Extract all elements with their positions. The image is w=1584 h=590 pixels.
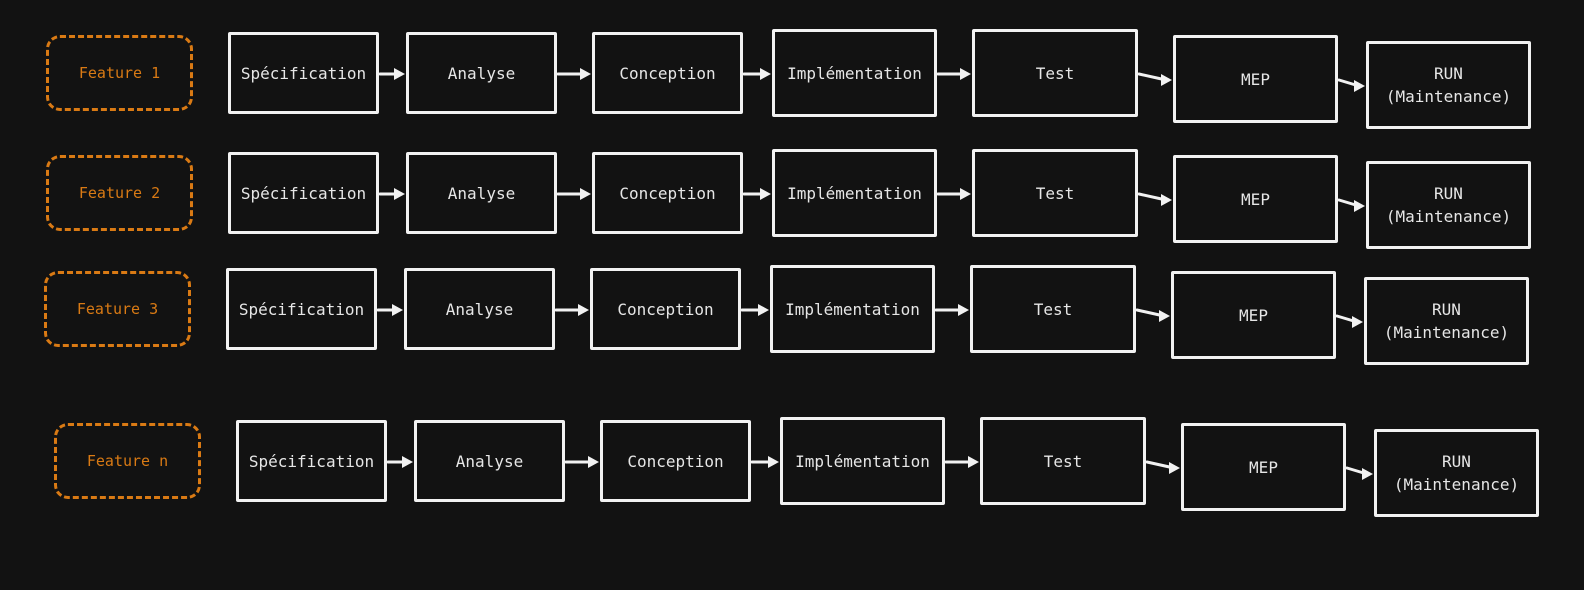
stage-box-conception: Conception bbox=[590, 268, 741, 350]
stage-box-test: Test bbox=[980, 417, 1146, 505]
stage-box-test: Test bbox=[970, 265, 1136, 353]
arrow-icon bbox=[936, 188, 971, 200]
arrow-icon bbox=[564, 456, 599, 468]
stage-box-conception: Conception bbox=[592, 32, 743, 114]
stage-box-run-maintenance: RUN (Maintenance) bbox=[1366, 41, 1531, 129]
arrow-icon bbox=[934, 304, 969, 316]
stage-box-implementation: Implémentation bbox=[770, 265, 935, 353]
stage-box-conception: Conception bbox=[600, 420, 751, 502]
stage-box-run-maintenance: RUN (Maintenance) bbox=[1366, 161, 1531, 249]
arrow-icon bbox=[1335, 314, 1363, 328]
arrow-icon bbox=[1137, 72, 1172, 86]
arrow-icon bbox=[386, 456, 413, 468]
arrow-icon bbox=[750, 456, 779, 468]
feature-label: Feature 3 bbox=[44, 271, 191, 347]
stage-box-mep: MEP bbox=[1173, 35, 1338, 123]
arrow-icon bbox=[1337, 78, 1365, 92]
stage-box-analyse: Analyse bbox=[406, 152, 557, 234]
arrow-icon bbox=[944, 456, 979, 468]
arrow-icon bbox=[1337, 198, 1365, 212]
stage-box-specification: Spécification bbox=[226, 268, 377, 350]
arrow-icon bbox=[378, 68, 405, 80]
arrow-icon bbox=[556, 68, 591, 80]
arrow-icon bbox=[742, 68, 771, 80]
feature-label: Feature 1 bbox=[46, 35, 193, 111]
arrow-icon bbox=[554, 304, 589, 316]
stage-box-conception: Conception bbox=[592, 152, 743, 234]
arrow-icon bbox=[1135, 308, 1170, 322]
stage-box-specification: Spécification bbox=[228, 152, 379, 234]
feature-label: Feature 2 bbox=[46, 155, 193, 231]
arrow-icon bbox=[740, 304, 769, 316]
arrow-icon bbox=[742, 188, 771, 200]
arrow-icon bbox=[1145, 460, 1180, 474]
stage-box-mep: MEP bbox=[1171, 271, 1336, 359]
feature-label: Feature n bbox=[54, 423, 201, 499]
stage-box-analyse: Analyse bbox=[404, 268, 555, 350]
stage-box-mep: MEP bbox=[1173, 155, 1338, 243]
arrow-icon bbox=[936, 68, 971, 80]
stage-box-run-maintenance: RUN (Maintenance) bbox=[1374, 429, 1539, 517]
arrow-icon bbox=[1137, 192, 1172, 206]
stage-box-implementation: Implémentation bbox=[772, 29, 937, 117]
stage-box-specification: Spécification bbox=[228, 32, 379, 114]
stage-box-test: Test bbox=[972, 149, 1138, 237]
stage-box-implementation: Implémentation bbox=[772, 149, 937, 237]
stage-box-mep: MEP bbox=[1181, 423, 1346, 511]
stage-box-run-maintenance: RUN (Maintenance) bbox=[1364, 277, 1529, 365]
arrow-icon bbox=[1345, 466, 1373, 480]
stage-box-implementation: Implémentation bbox=[780, 417, 945, 505]
arrow-icon bbox=[378, 188, 405, 200]
stage-box-specification: Spécification bbox=[236, 420, 387, 502]
stage-box-analyse: Analyse bbox=[414, 420, 565, 502]
arrow-icon bbox=[376, 304, 403, 316]
arrow-icon bbox=[556, 188, 591, 200]
stage-box-test: Test bbox=[972, 29, 1138, 117]
stage-box-analyse: Analyse bbox=[406, 32, 557, 114]
